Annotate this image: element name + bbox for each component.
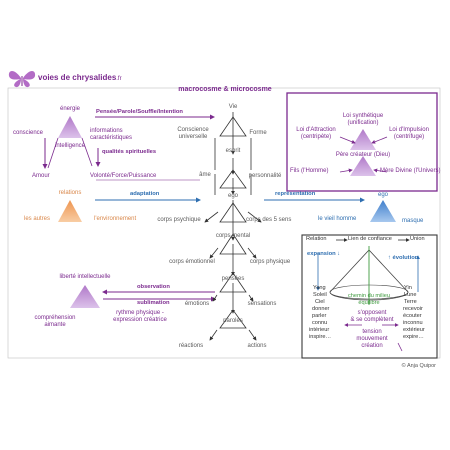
label-informations: informations bbox=[90, 128, 123, 134]
yin-item: Terre bbox=[404, 299, 417, 305]
brand-name: voies de chrysalides.fr bbox=[38, 73, 122, 83]
label-reactions: réactions bbox=[178, 343, 204, 349]
label-loi-synthetique-2: (unification) bbox=[347, 120, 379, 126]
butterfly-logo-icon bbox=[8, 71, 36, 88]
label-representation: représentation bbox=[275, 191, 316, 197]
label-corps-physique: corps physique bbox=[249, 259, 291, 265]
label-union: Union bbox=[410, 236, 425, 242]
label-corps-mental: corps mental bbox=[215, 233, 251, 239]
label-ego-right: ego bbox=[377, 192, 389, 198]
yang-item: connu bbox=[312, 320, 328, 326]
yang-item: Soleil bbox=[313, 292, 327, 298]
copyright: © Anja Quipor bbox=[401, 363, 436, 369]
label-paroles: paroles bbox=[223, 318, 243, 324]
page-title: macrocosme & microcosme bbox=[178, 86, 272, 93]
label-loi-synthetique-1: Loi synthétique bbox=[342, 113, 384, 119]
yin-item: inconnu bbox=[403, 320, 423, 326]
yang-item: Yang bbox=[313, 285, 326, 291]
label-ego-center: ego bbox=[227, 193, 239, 199]
label-amour: Amour bbox=[32, 173, 50, 179]
yang-item: intérieur bbox=[309, 327, 330, 333]
label-s-opposent: s'opposent bbox=[357, 310, 387, 316]
label-conscience-universelle-2: universelle bbox=[178, 134, 208, 140]
label-energie: énergie bbox=[59, 106, 81, 112]
label-emotions: émotions bbox=[184, 301, 210, 307]
yin-item: extérieur bbox=[403, 327, 425, 333]
label-chemin-milieu: chemin du milieu bbox=[348, 293, 390, 299]
label-mere-divine: Mère Divine (l'Univers) bbox=[380, 168, 441, 174]
label-les-autres: les autres bbox=[24, 216, 51, 222]
label-loi-impulsion-2: (centrifuge) bbox=[393, 134, 425, 140]
label-caracteristiques: caractéristiques bbox=[90, 135, 133, 141]
label-equilibre: équilibre bbox=[358, 300, 380, 306]
yang-item: Ciel bbox=[315, 299, 325, 305]
yang-item: parler bbox=[312, 313, 327, 319]
label-creation: création bbox=[361, 343, 383, 349]
yang-item: donner bbox=[312, 306, 330, 312]
triangle-relations bbox=[58, 200, 82, 222]
label-vieil-homme: le vieil homme bbox=[318, 216, 357, 222]
label-esprit: esprit bbox=[225, 148, 241, 154]
label-rythme-2: expression créatrice bbox=[113, 317, 167, 323]
label-loi-impulsion-1: Loi d'Impulsion bbox=[389, 127, 429, 133]
label-liberte: liberté intellectuelle bbox=[59, 274, 111, 280]
label-masque: masque bbox=[402, 218, 424, 224]
label-qualites-spirituelles: qualités spirituelles bbox=[102, 149, 157, 155]
yang-item: inspire… bbox=[309, 334, 332, 340]
label-sensations: sensations bbox=[247, 301, 277, 307]
triangle-pere-createur bbox=[350, 156, 376, 176]
triangle-energie bbox=[58, 116, 82, 138]
yin-item: recevoir bbox=[403, 306, 423, 312]
label-relation: Relation bbox=[306, 236, 327, 242]
label-volonte: Volonté/Force/Puissance bbox=[90, 173, 157, 179]
label-se-completent: & se complètent bbox=[350, 317, 394, 323]
label-actions: actions bbox=[247, 343, 267, 349]
label-tension: tension bbox=[362, 329, 382, 335]
label-loi-attraction-1: Loi d'Attraction bbox=[296, 127, 336, 133]
triangle-liberte bbox=[70, 285, 100, 308]
label-comprehension-1: compréhension bbox=[34, 315, 76, 321]
label-corps-psychique: corps psychique bbox=[157, 217, 201, 223]
label-fils: Fils (l'Homme) bbox=[290, 168, 329, 174]
label-corps-emotionnel: corps émotionnel bbox=[169, 259, 215, 265]
label-vie: Vie bbox=[228, 104, 238, 110]
label-conscience: conscience bbox=[13, 130, 44, 136]
label-adaptation: adaptation bbox=[130, 191, 160, 197]
outer-frame bbox=[7, 87, 441, 359]
triangle-loi-synthetique bbox=[350, 129, 376, 150]
label-rythme-1: rythme physique - bbox=[116, 310, 164, 316]
label-environnement: l'environnement bbox=[94, 216, 137, 222]
label-pensee-parole: Pensée/Parole/Souffle/Intention bbox=[96, 109, 183, 115]
label-conscience-universelle-1: Conscience bbox=[177, 127, 209, 133]
triangle-ego-right bbox=[370, 200, 396, 222]
bottom-right-box bbox=[301, 234, 438, 359]
label-expansion: expansion ↓ bbox=[307, 251, 341, 257]
label-sublimation: sublimation bbox=[137, 300, 170, 306]
label-pere-createur: Père créateur (Dieu) bbox=[335, 152, 391, 158]
label-evolution: ↑ évolution bbox=[388, 255, 419, 261]
label-observation: observation bbox=[137, 284, 170, 290]
label-forme: Forme bbox=[249, 130, 267, 136]
yin-item: expire… bbox=[403, 334, 424, 340]
top-right-box bbox=[286, 92, 438, 192]
label-relations: relations bbox=[58, 190, 82, 196]
yin-item: Yin bbox=[404, 285, 412, 291]
label-corps-5-sens: corps des 5 sens bbox=[246, 217, 292, 223]
label-intelligence: intelligence bbox=[54, 143, 86, 149]
label-loi-attraction-2: (centripète) bbox=[300, 134, 332, 140]
label-ame: âme bbox=[199, 172, 211, 178]
yin-item: Lune bbox=[404, 292, 417, 298]
label-personnalite: personnalité bbox=[248, 173, 282, 179]
label-comprehension-2: aimante bbox=[44, 322, 66, 328]
label-lien-confiance: Lien de confiance bbox=[348, 236, 392, 242]
yin-item: écouter bbox=[403, 313, 422, 319]
label-mouvement: mouvement bbox=[356, 336, 388, 342]
label-pensees: pensées bbox=[221, 276, 245, 282]
